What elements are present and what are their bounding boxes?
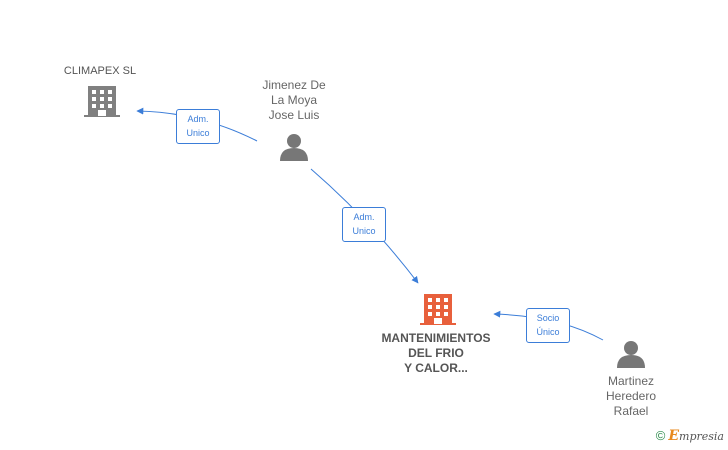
main-company-label-line: DEL FRIO: [408, 346, 464, 360]
main-company-building-icon[interactable]: [420, 294, 456, 325]
climapex-label[interactable]: CLIMAPEX SL: [48, 64, 152, 79]
climapex-label-line: CLIMAPEX SL: [63, 65, 137, 77]
jimenez-label-line: La Moya: [270, 93, 318, 107]
empresia-brand[interactable]: ©Empresia: [656, 428, 724, 444]
jimenez-label-line: Jose Luis: [268, 108, 320, 122]
martinez-person-icon[interactable]: [617, 341, 645, 368]
jimenez-person-icon[interactable]: [280, 134, 308, 161]
brand-initial: E: [668, 428, 680, 444]
main-company-label-line: MANTENIMIENTOS: [381, 331, 491, 345]
brand-name: mpresia: [679, 430, 724, 443]
relation-label-line: Único: [536, 327, 560, 337]
relation-label-line: Socio: [536, 313, 560, 323]
jimenez-label-line: Jimenez De: [262, 78, 326, 92]
relation-box-martinez-main[interactable]: Socio Único: [526, 308, 570, 343]
martinez-label-line: Heredero: [605, 389, 657, 403]
relation-box-jimenez-climapex[interactable]: Adm. Unico: [176, 109, 220, 144]
martinez-label-line: Rafael: [613, 404, 649, 418]
relation-label-line: Adm.: [353, 212, 375, 222]
main-company-label[interactable]: MANTENIMIENTOS DEL FRIO Y CALOR...: [368, 331, 504, 376]
jimenez-label[interactable]: Jimenez De La Moya Jose Luis: [244, 78, 344, 123]
relation-box-jimenez-main[interactable]: Adm. Unico: [342, 207, 386, 242]
martinez-label[interactable]: Martinez Heredero Rafael: [584, 374, 678, 419]
relation-label-line: Unico: [186, 128, 210, 138]
main-company-label-line: Y CALOR...: [404, 361, 468, 375]
relation-label-line: Adm.: [187, 114, 209, 124]
climapex-building-icon[interactable]: [84, 86, 120, 117]
relation-label-line: Unico: [352, 226, 376, 236]
copyright-icon: ©: [655, 428, 666, 443]
martinez-label-line: Martinez: [607, 374, 654, 388]
